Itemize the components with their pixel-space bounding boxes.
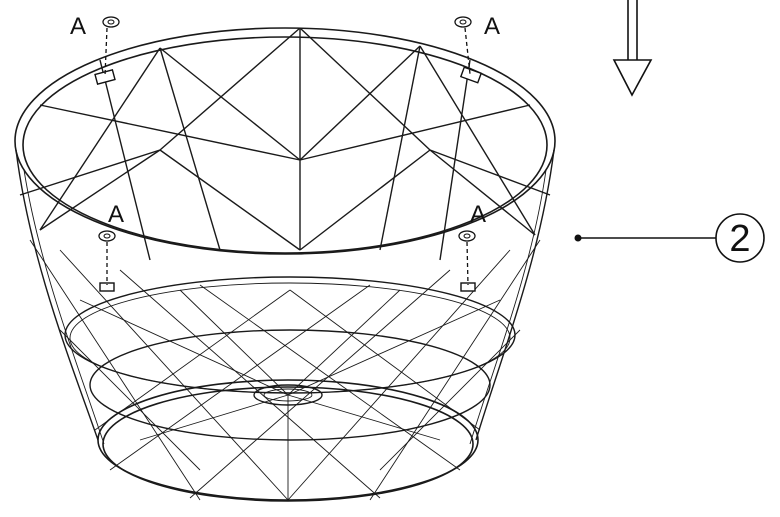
bracket-top-left [94,68,116,86]
bracket-mid-right [460,282,476,292]
lower-ring [89,329,491,441]
bracket-mid-left [99,282,115,292]
callout-number: 2 [729,218,750,260]
fastener-label: A [484,13,500,40]
top-rim [14,27,556,255]
fastener-top-right: A [454,13,500,75]
bracket-top-right [459,66,483,84]
top-lattice [19,27,551,261]
fastener-mid-right: A [458,201,486,286]
callout-circle [715,213,765,263]
fastener-label: A [70,13,86,40]
fastener-mid-left: A [98,201,124,285]
wire-basket [14,27,556,502]
fastener-label: A [470,201,486,228]
middle-ring [64,276,516,394]
part-callout: 2 [574,213,765,263]
fastener-top-left: A [70,13,120,77]
fastener-label: A [108,201,124,228]
down-arrow-icon [612,0,653,97]
